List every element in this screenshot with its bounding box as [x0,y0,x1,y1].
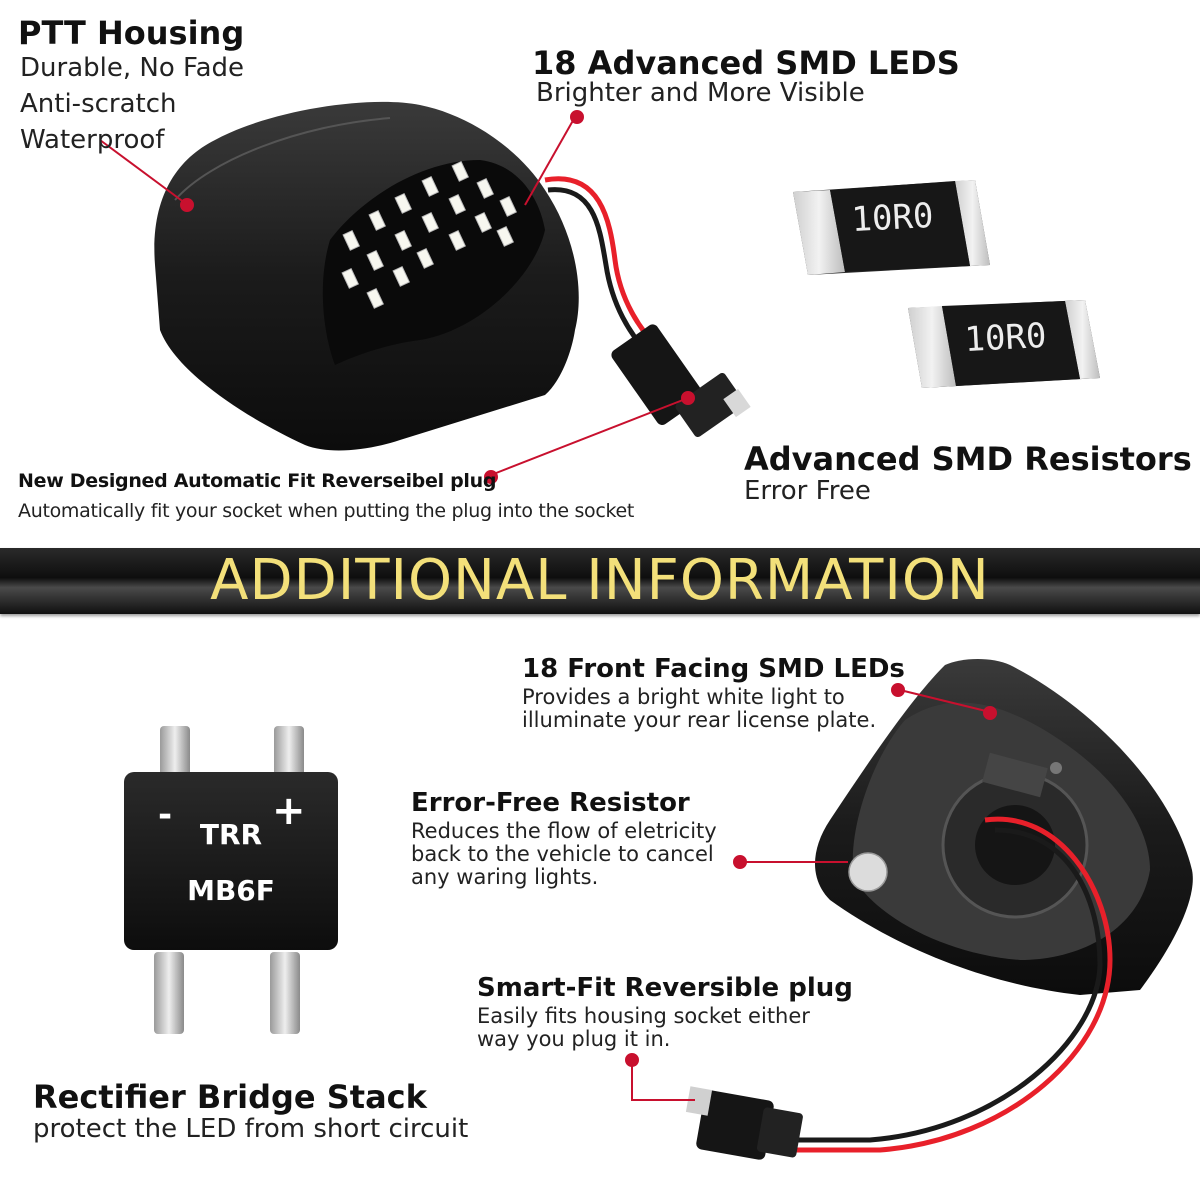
housing-feature: Anti-scratch [20,89,177,119]
top-plug [611,324,751,438]
smd-resistor-2 [908,300,1100,388]
smart-plug-line: Easily fits housing socket either [477,1004,810,1028]
banner-bar [0,548,1200,614]
chip-plus-label: + [272,788,306,834]
housing-title: PTT Housing [18,14,245,52]
rectifier-chip [124,726,338,1034]
error-free-description: Reduces the flow of eletricity back to t… [411,820,717,889]
error-free-title: Error-Free Resistor [411,788,690,818]
resistor-marking-1: 10R0 [850,195,935,241]
resistors-subtitle: Error Free [744,476,871,506]
plug-subtitle: Automatically fit your socket when putti… [18,500,635,522]
smart-plug-description: Easily fits housing socket either way yo… [477,1005,810,1051]
smd-resistor-1 [793,180,990,275]
led-array [341,160,517,309]
callout-lines [99,110,997,1101]
housing-feature: Waterproof [20,125,165,155]
error-free-line: any waring lights. [411,865,599,889]
rectifier-title: Rectifier Bridge Stack [33,1078,427,1116]
bottom-plug [685,1086,803,1160]
top-housing [154,101,751,451]
housing-features: Durable, No Fade Anti-scratch Waterproof [20,50,244,158]
rectifier-subtitle: protect the LED from short circuit [33,1114,469,1144]
leds-subtitle: Brighter and More Visible [536,78,865,108]
resistors-title: Advanced SMD Resistors [744,440,1192,478]
chip-line2: MB6F [187,874,275,907]
front-leds-line: illuminate your rear license plate. [522,708,877,732]
resistor-sticker [848,852,888,892]
smart-plug-title: Smart-Fit Reversible plug [477,973,853,1003]
smart-plug-line: way you plug it in. [477,1027,671,1051]
housing-feature: Durable, No Fade [20,53,244,83]
chip-minus-label: - [158,795,173,835]
chip-line1: TRR [199,818,263,851]
front-leds-description: Provides a bright white light to illumin… [522,686,876,732]
bottom-housing [685,658,1193,1160]
banner-title: ADDITIONAL INFORMATION [210,548,990,613]
leds-title: 18 Advanced SMD LEDS [532,44,960,82]
resistor-marking-2: 10R0 [963,315,1048,361]
plug-title: New Designed Automatic Fit Reverseibel p… [18,470,497,492]
error-free-line: Reduces the flow of eletricity [411,819,717,843]
front-leds-title: 18 Front Facing SMD LEDs [522,654,905,684]
error-free-line: back to the vehicle to cancel [411,842,714,866]
front-leds-line: Provides a bright white light to [522,685,845,709]
